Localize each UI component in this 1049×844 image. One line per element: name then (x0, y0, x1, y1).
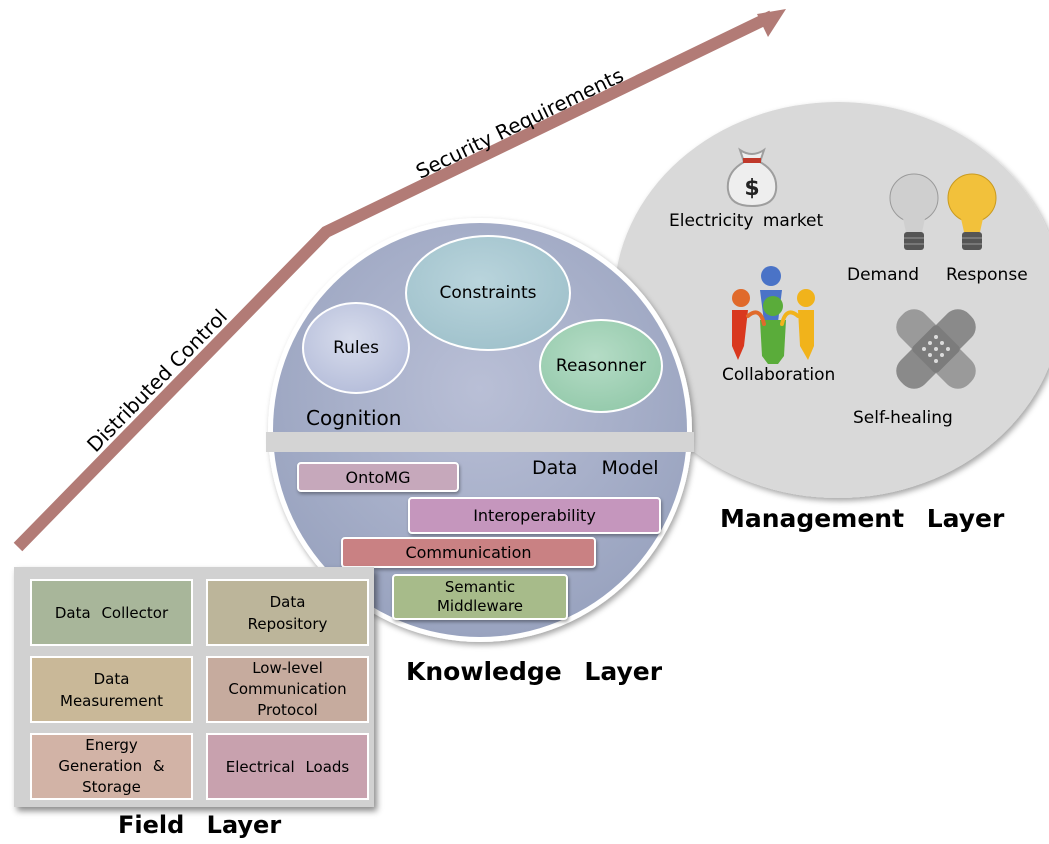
data-repository-label-1: Data (269, 592, 306, 611)
demand-label: Demand (847, 265, 920, 285)
energy-generation-box: Energy Generation & Storage (30, 733, 193, 800)
energy-label-2: Generation & (58, 757, 165, 775)
collaboration-label: Collaboration (722, 365, 836, 385)
interoperability-bar: Interoperability (408, 497, 661, 534)
field-layer-title: Field Layer (118, 811, 282, 839)
data-repository-label-2: Repository (247, 614, 328, 633)
money-bag-icon: $ (726, 147, 778, 208)
low-level-communication-box: Low-level Communication Protocol (206, 656, 369, 723)
bandage-icon (896, 309, 976, 389)
low-level-label-1: Low-level (252, 659, 323, 677)
progress-arrow (13, 9, 786, 552)
reasonner-bubble (539, 319, 663, 413)
response-label: Response (946, 265, 1028, 285)
field-layer-panel: Data Collector Data Repository Data Meas… (14, 567, 374, 807)
self-healing-label: Self-healing (853, 408, 953, 428)
low-level-label-3: Protocol (257, 701, 318, 719)
data-collector-box: Data Collector (30, 579, 193, 646)
semantic-middleware-label-2: Middleware (436, 597, 524, 615)
data-measurement-label-2: Measurement (60, 691, 163, 710)
interoperability-label: Interoperability (473, 506, 596, 525)
semantic-middleware-bar: Semantic Middleware (392, 574, 568, 620)
svg-text:$: $ (744, 176, 759, 201)
ontomg-label: OntoMG (345, 467, 411, 487)
people-circle-icon (732, 266, 815, 364)
communication-bar: Communication (341, 537, 596, 568)
knowledge-layer-title: Knowledge Layer (406, 657, 663, 686)
data-repository-box: Data Repository (206, 579, 369, 646)
low-level-label-2: Communication (228, 680, 347, 698)
electricity-market-label: Electricity market (669, 211, 824, 231)
constraints-bubble (405, 235, 571, 351)
data-measurement-box: Data Measurement (30, 656, 193, 723)
energy-label-3: Storage (82, 778, 141, 796)
management-layer-title: Management Layer (720, 504, 1005, 533)
semantic-middleware-label-1: Semantic (444, 578, 516, 596)
ontomg-bar: OntoMG (297, 462, 459, 492)
light-bulb-yellow-icon (947, 173, 997, 250)
cognition-label: Cognition (306, 406, 402, 430)
data-model-label: Data Model (532, 457, 659, 479)
light-bulb-gray-icon (889, 173, 939, 250)
constraints-label: Constraints (439, 283, 537, 303)
data-measurement-label-1: Data (93, 669, 130, 688)
electrical-loads-box: Electrical Loads (206, 733, 369, 800)
communication-label: Communication (405, 543, 532, 562)
management-circle (614, 102, 1049, 498)
electrical-loads-label: Electrical Loads (225, 757, 350, 776)
rules-bubble (302, 302, 410, 394)
reasonner-label: Reasonner (555, 356, 647, 376)
knowledge-divider (266, 432, 694, 452)
rules-label: Rules (333, 338, 379, 358)
data-collector-label: Data Collector (54, 603, 169, 622)
energy-label-1: Energy (85, 736, 138, 754)
